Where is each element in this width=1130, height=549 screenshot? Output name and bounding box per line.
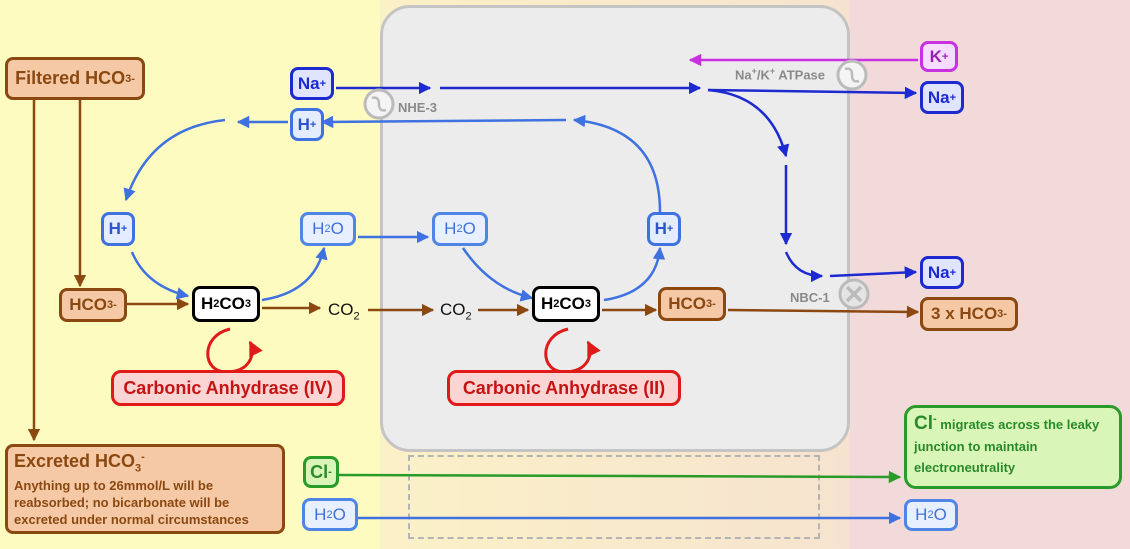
nhe3-label: NHE-3 <box>398 100 438 115</box>
enzyme-cycle-lumen <box>206 327 263 374</box>
co2-lumen-label: CO2 <box>328 300 360 323</box>
potassium-box: K+ <box>920 41 958 72</box>
sodium-blood-top-box: Na+ <box>920 81 964 114</box>
proton-cell-box: H+ <box>647 212 681 246</box>
enzyme-cycle-cell <box>544 327 601 374</box>
bicarbonate-arrows <box>27 100 920 442</box>
nhe3-exchanger-icon <box>363 88 395 120</box>
nbc1-label: NBC-1 <box>790 290 830 305</box>
filtered-bicarbonate-label: Filtered HCO <box>15 68 126 88</box>
leaky-junction <box>408 455 820 539</box>
na-k-atpase-icon <box>836 59 868 91</box>
nbc1-cotransporter-icon <box>838 278 870 310</box>
chloride-arrow <box>337 470 902 484</box>
chloride-box: Cl- <box>303 456 339 488</box>
proton-arrows <box>123 114 902 525</box>
sodium-lumen-box: Na+ <box>290 67 334 100</box>
proton-lumen-box: H+ <box>101 212 135 246</box>
proton-lumen-top-box: H+ <box>290 108 324 141</box>
sodium-blood-bottom-box: Na+ <box>920 256 964 289</box>
na-k-atpase-label: Na+/K+ ATPase <box>735 66 826 83</box>
carbonic-anhydrase-iv-box: Carbonic Anhydrase (IV) <box>111 370 345 406</box>
excreted-bicarbonate-box: Excreted HCO3- Anything up to 26mmol/L w… <box>5 444 285 534</box>
sodium-arrows <box>336 81 918 283</box>
co2-cell-label: CO2 <box>440 300 472 323</box>
chloride-note-box: Cl- migrates across the leaky junction t… <box>904 405 1122 489</box>
carbonic-anhydrase-ii-box: Carbonic Anhydrase (II) <box>447 370 681 406</box>
excreted-note: Anything up to 26mmol/L will be reabsorb… <box>14 477 249 527</box>
chloride-note-text: migrates across the leaky junction to ma… <box>914 417 1100 475</box>
